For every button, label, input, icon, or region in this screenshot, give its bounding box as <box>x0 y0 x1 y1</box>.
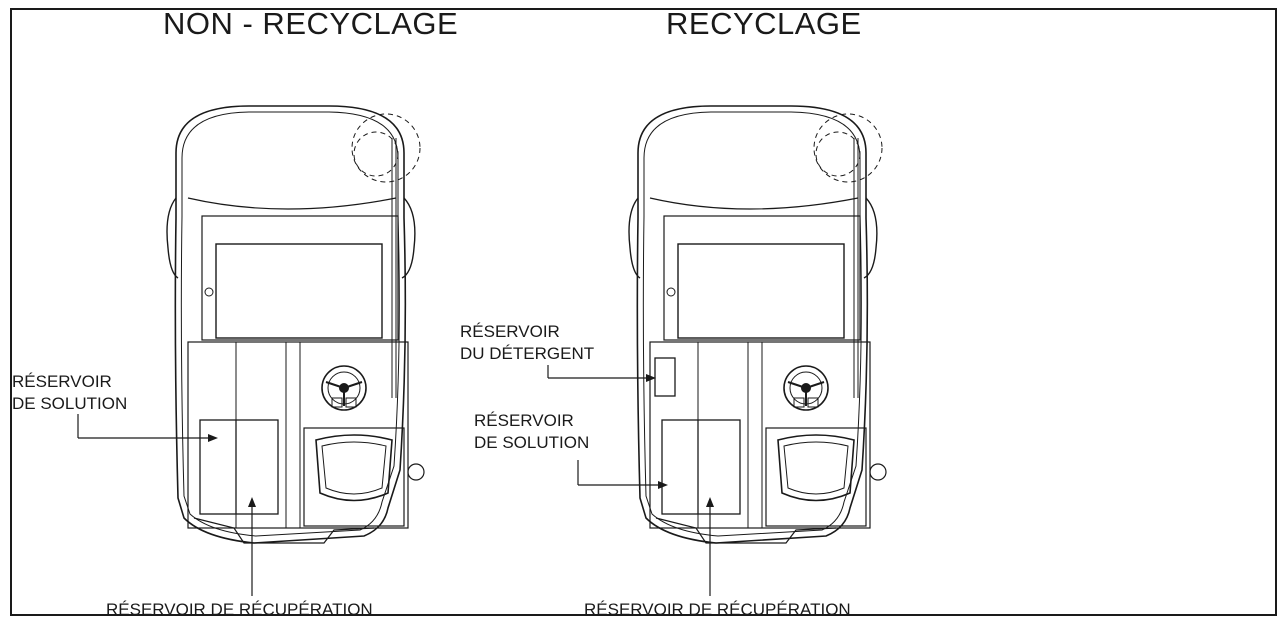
title-non-recyclage: NON - RECYCLAGE <box>163 6 459 41</box>
detergent-tank-shape <box>654 357 676 397</box>
machine-right <box>628 105 887 544</box>
title-recyclage: RECYCLAGE <box>666 6 862 41</box>
right-solution-tank-label-line2: DE SOLUTION <box>474 433 590 452</box>
machine-left <box>166 105 425 544</box>
right-solution-tank-label-line1: RÉSERVOIR <box>474 411 574 430</box>
right-recovery-tank-label: RÉSERVOIR DE RÉCUPÉRATION <box>584 600 851 619</box>
diagram-frame <box>10 8 1277 616</box>
left-recovery-tank-label: RÉSERVOIR DE RÉCUPÉRATION <box>106 600 373 619</box>
right-detergent-tank-label-line2: DU DÉTERGENT <box>460 344 595 363</box>
right-detergent-tank-label-line1: RÉSERVOIR <box>460 322 560 341</box>
left-solution-tank-label-line1: RÉSERVOIR <box>12 372 112 391</box>
left-solution-tank-label-line2: DE SOLUTION <box>12 394 128 413</box>
